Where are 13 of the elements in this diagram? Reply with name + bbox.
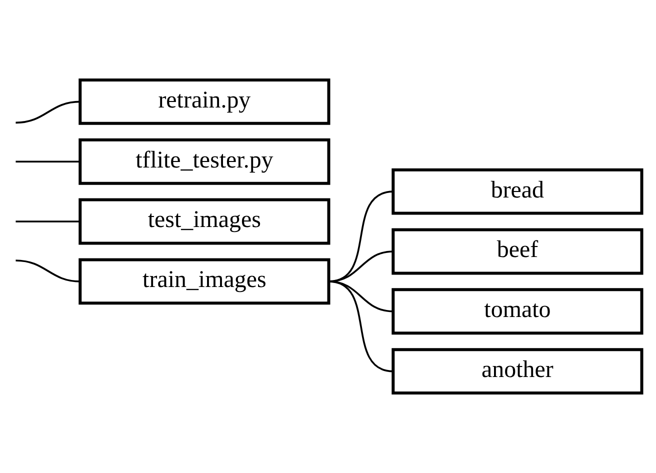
node-box: tomato bbox=[392, 288, 644, 335]
connector bbox=[16, 160, 80, 163]
node-box: bread bbox=[392, 168, 644, 215]
node-box: train_images bbox=[78, 258, 330, 305]
node-box: tflite_tester.py bbox=[78, 138, 330, 185]
node-box: retrain.py bbox=[78, 78, 330, 125]
node-box: beef bbox=[392, 228, 644, 275]
connector bbox=[16, 100, 80, 124]
connector bbox=[328, 280, 394, 372]
connector bbox=[16, 220, 80, 222]
node-box: another bbox=[392, 348, 644, 394]
connector bbox=[16, 260, 80, 282]
node-box: test_images bbox=[78, 198, 330, 245]
